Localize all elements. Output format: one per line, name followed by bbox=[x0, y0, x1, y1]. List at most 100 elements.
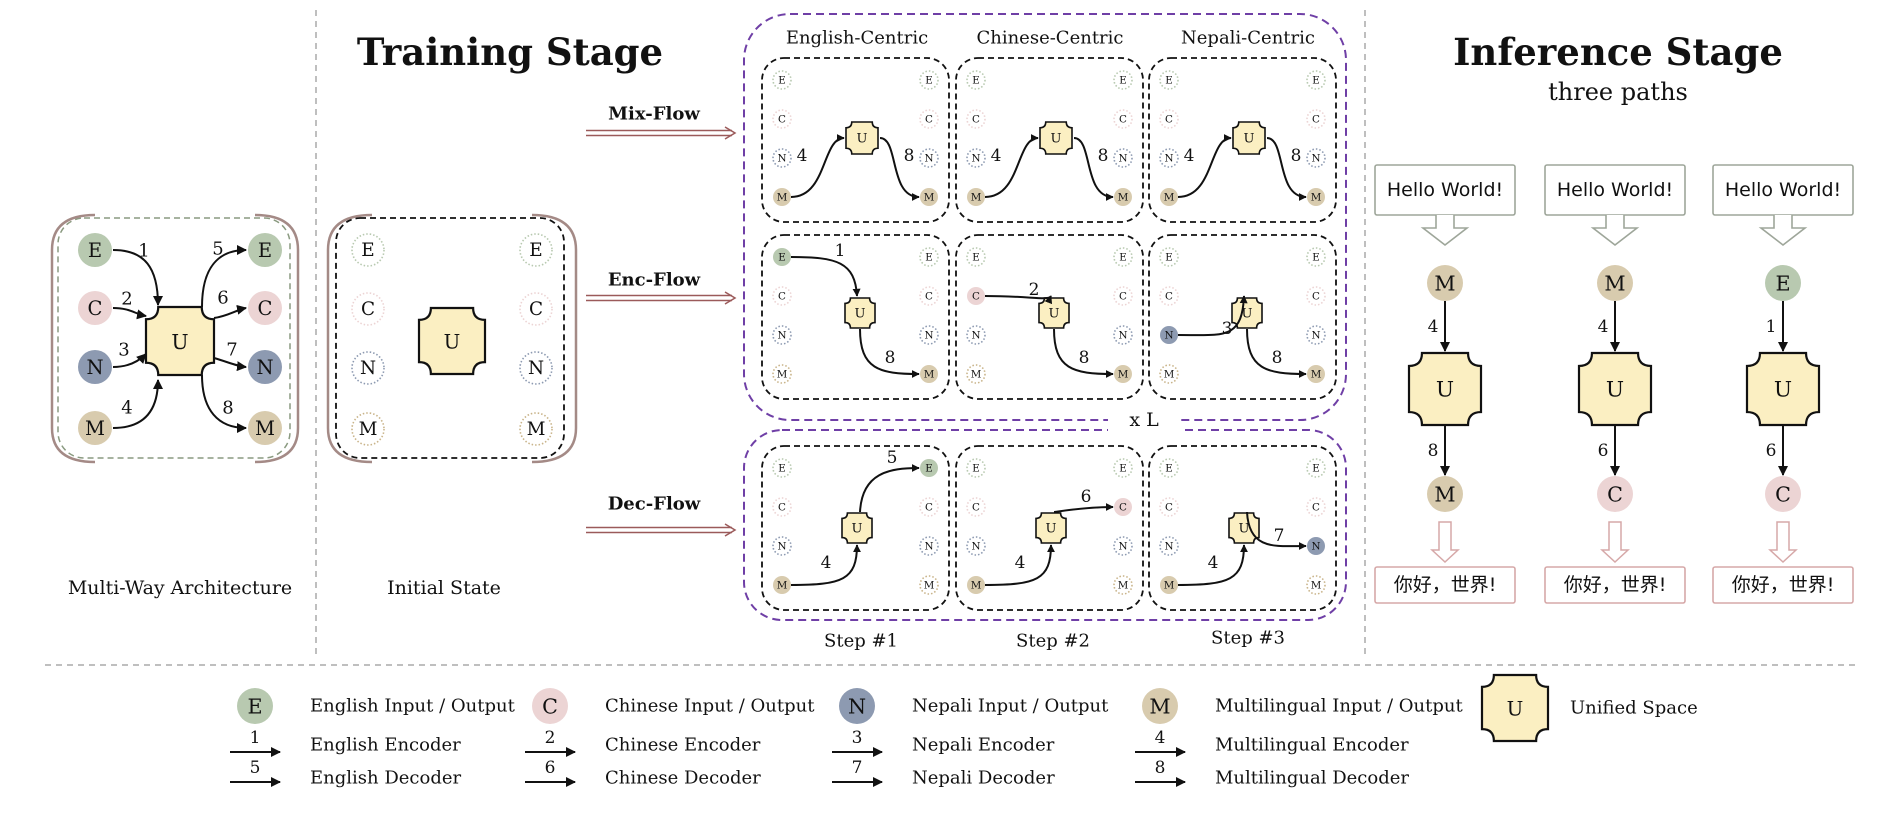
svg-text:N: N bbox=[1164, 330, 1173, 342]
dec-panel-3-edge-label-enc: 4 bbox=[1208, 553, 1219, 573]
dec-panel-2-out-c: C bbox=[1114, 498, 1132, 516]
enc-panel-3-in-m: M bbox=[1159, 364, 1179, 384]
mix-panel-1-out-e: E bbox=[919, 70, 939, 90]
svg-text:E: E bbox=[88, 239, 102, 262]
svg-text:M: M bbox=[1311, 192, 1322, 204]
repeat-label: x L bbox=[1129, 409, 1159, 431]
legend-encoder-num-nepali: 3 bbox=[852, 728, 863, 748]
multiway-edge-label-8: 8 bbox=[222, 398, 233, 419]
dec-panel-2-out-e: E bbox=[1113, 458, 1133, 478]
enc-panel-3-in-c: C bbox=[1159, 286, 1179, 306]
svg-text:E: E bbox=[1165, 463, 1173, 475]
inference-subtitle: three paths bbox=[1548, 78, 1688, 106]
inference-path-2-input-arrow bbox=[1590, 215, 1640, 247]
svg-text:M: M bbox=[924, 369, 935, 381]
dec-panel-1-out-m: M bbox=[919, 575, 939, 595]
legend-encoder-num-multilingual: 4 bbox=[1155, 728, 1166, 748]
svg-text:E: E bbox=[1119, 252, 1127, 264]
inference-path-1-output-node: M bbox=[1427, 476, 1463, 512]
multiway-right-bracket bbox=[254, 213, 300, 464]
svg-text:M: M bbox=[1164, 580, 1175, 592]
column-header-1: English-Centric bbox=[786, 28, 928, 49]
enc-panel-1-out-n: N bbox=[919, 325, 939, 345]
mix-panel-1-unified-node: U bbox=[845, 121, 879, 155]
svg-text:M: M bbox=[1164, 192, 1175, 204]
enc-panel-2-in-c: C bbox=[967, 287, 985, 305]
legend-io-label-multilingual: Multilingual Input / Output bbox=[1215, 696, 1463, 717]
enc-panel-2-edge-label-dec: 8 bbox=[1079, 348, 1090, 368]
multiway-output-e: E bbox=[248, 233, 282, 267]
mix-panel-3-in-e: E bbox=[1159, 70, 1179, 90]
repeat-label-bg bbox=[1108, 408, 1180, 438]
mix-panel-3-in-n: N bbox=[1159, 148, 1179, 168]
legend-decoder-num-nepali: 7 bbox=[852, 758, 863, 778]
dec-panel-2-in-n: N bbox=[966, 536, 986, 556]
inference-path-1-output-text: 你好，世界! bbox=[1394, 574, 1497, 596]
svg-text:M: M bbox=[359, 419, 378, 440]
dec-panel-1-edge-enc bbox=[790, 544, 861, 586]
svg-text:E: E bbox=[1165, 75, 1173, 87]
enc-panel-1 bbox=[761, 234, 950, 400]
legend-decoder-num-english: 5 bbox=[250, 758, 261, 778]
svg-text:E: E bbox=[361, 240, 374, 261]
svg-text:C: C bbox=[529, 299, 543, 320]
legend-encoder-label-nepali: Nepali Encoder bbox=[912, 735, 1055, 756]
svg-text:M: M bbox=[1118, 580, 1129, 592]
svg-text:C: C bbox=[1312, 291, 1320, 303]
svg-text:C: C bbox=[925, 502, 933, 514]
flow-label-enc: Enc-Flow bbox=[608, 270, 701, 291]
dec-panel-3-edge-enc bbox=[1177, 544, 1248, 586]
dec-panel-2-unified-node: U bbox=[1035, 512, 1067, 544]
enc-panel-3-out-e: E bbox=[1306, 247, 1326, 267]
enc-panel-1-edge-dec bbox=[859, 328, 920, 378]
enc-panel-2-edge-dec bbox=[1053, 328, 1114, 378]
mix-enc-purple-frame bbox=[743, 13, 1347, 421]
svg-text:N: N bbox=[1311, 330, 1320, 342]
svg-text:E: E bbox=[925, 75, 933, 87]
multiway-edge-5 bbox=[201, 245, 247, 308]
mix-panel-3-out-e: E bbox=[1306, 70, 1326, 90]
inference-path-3-input-text: Hello World! bbox=[1725, 179, 1841, 201]
initial-input-m: M bbox=[351, 412, 385, 446]
mix-panel-3-edge-dec bbox=[1266, 137, 1307, 201]
svg-text:C: C bbox=[1607, 483, 1623, 507]
svg-text:M: M bbox=[777, 192, 788, 204]
svg-text:E: E bbox=[778, 463, 786, 475]
multiway-caption: Multi-Way Architecture bbox=[68, 577, 292, 599]
dec-panel-1-out-e: E bbox=[920, 459, 938, 477]
enc-panel-2-out-n: N bbox=[1113, 325, 1133, 345]
inference-path-1-output-box bbox=[1374, 566, 1516, 604]
dec-panel-1-out-n: N bbox=[919, 536, 939, 556]
svg-text:C: C bbox=[1775, 483, 1791, 507]
svg-text:N: N bbox=[971, 153, 980, 165]
svg-text:M: M bbox=[1434, 272, 1455, 296]
flow-label-mix: Mix-Flow bbox=[608, 104, 700, 125]
svg-text:U: U bbox=[1436, 378, 1454, 403]
legend-decoder-label-nepali: Nepali Decoder bbox=[912, 768, 1055, 789]
inference-path-3-output-box bbox=[1712, 566, 1854, 604]
svg-text:E: E bbox=[1312, 463, 1320, 475]
svg-text:N: N bbox=[256, 356, 273, 379]
inference-path-2-output-box bbox=[1544, 566, 1686, 604]
svg-text:E: E bbox=[972, 252, 980, 264]
initial-caption: Initial State bbox=[387, 577, 501, 599]
dec-panel-3-out-e: E bbox=[1306, 458, 1326, 478]
enc-panel-1-in-m: M bbox=[772, 364, 792, 384]
dec-panel-2-out-m: M bbox=[1113, 575, 1133, 595]
mix-panel-2-edge-dec bbox=[1073, 137, 1114, 201]
enc-panel-3-out-c: C bbox=[1306, 286, 1326, 306]
multiway-edge-label-6: 6 bbox=[217, 288, 228, 309]
inference-path-2-edge-label-enc: 4 bbox=[1598, 317, 1609, 337]
dec-panel-2 bbox=[955, 445, 1144, 611]
svg-text:C: C bbox=[925, 114, 933, 126]
svg-text:M: M bbox=[1118, 192, 1129, 204]
svg-text:U: U bbox=[852, 522, 863, 537]
svg-text:M: M bbox=[527, 419, 546, 440]
initial-output-m: M bbox=[519, 412, 553, 446]
dec-panel-2-edge-label-enc: 4 bbox=[1015, 553, 1026, 573]
svg-text:M: M bbox=[1118, 369, 1129, 381]
legend-unified-label: Unified Space bbox=[1570, 698, 1698, 719]
svg-text:C: C bbox=[258, 297, 273, 320]
dec-panel-1-out-c: C bbox=[919, 497, 939, 517]
multiway-edge-label-2: 2 bbox=[121, 289, 132, 310]
